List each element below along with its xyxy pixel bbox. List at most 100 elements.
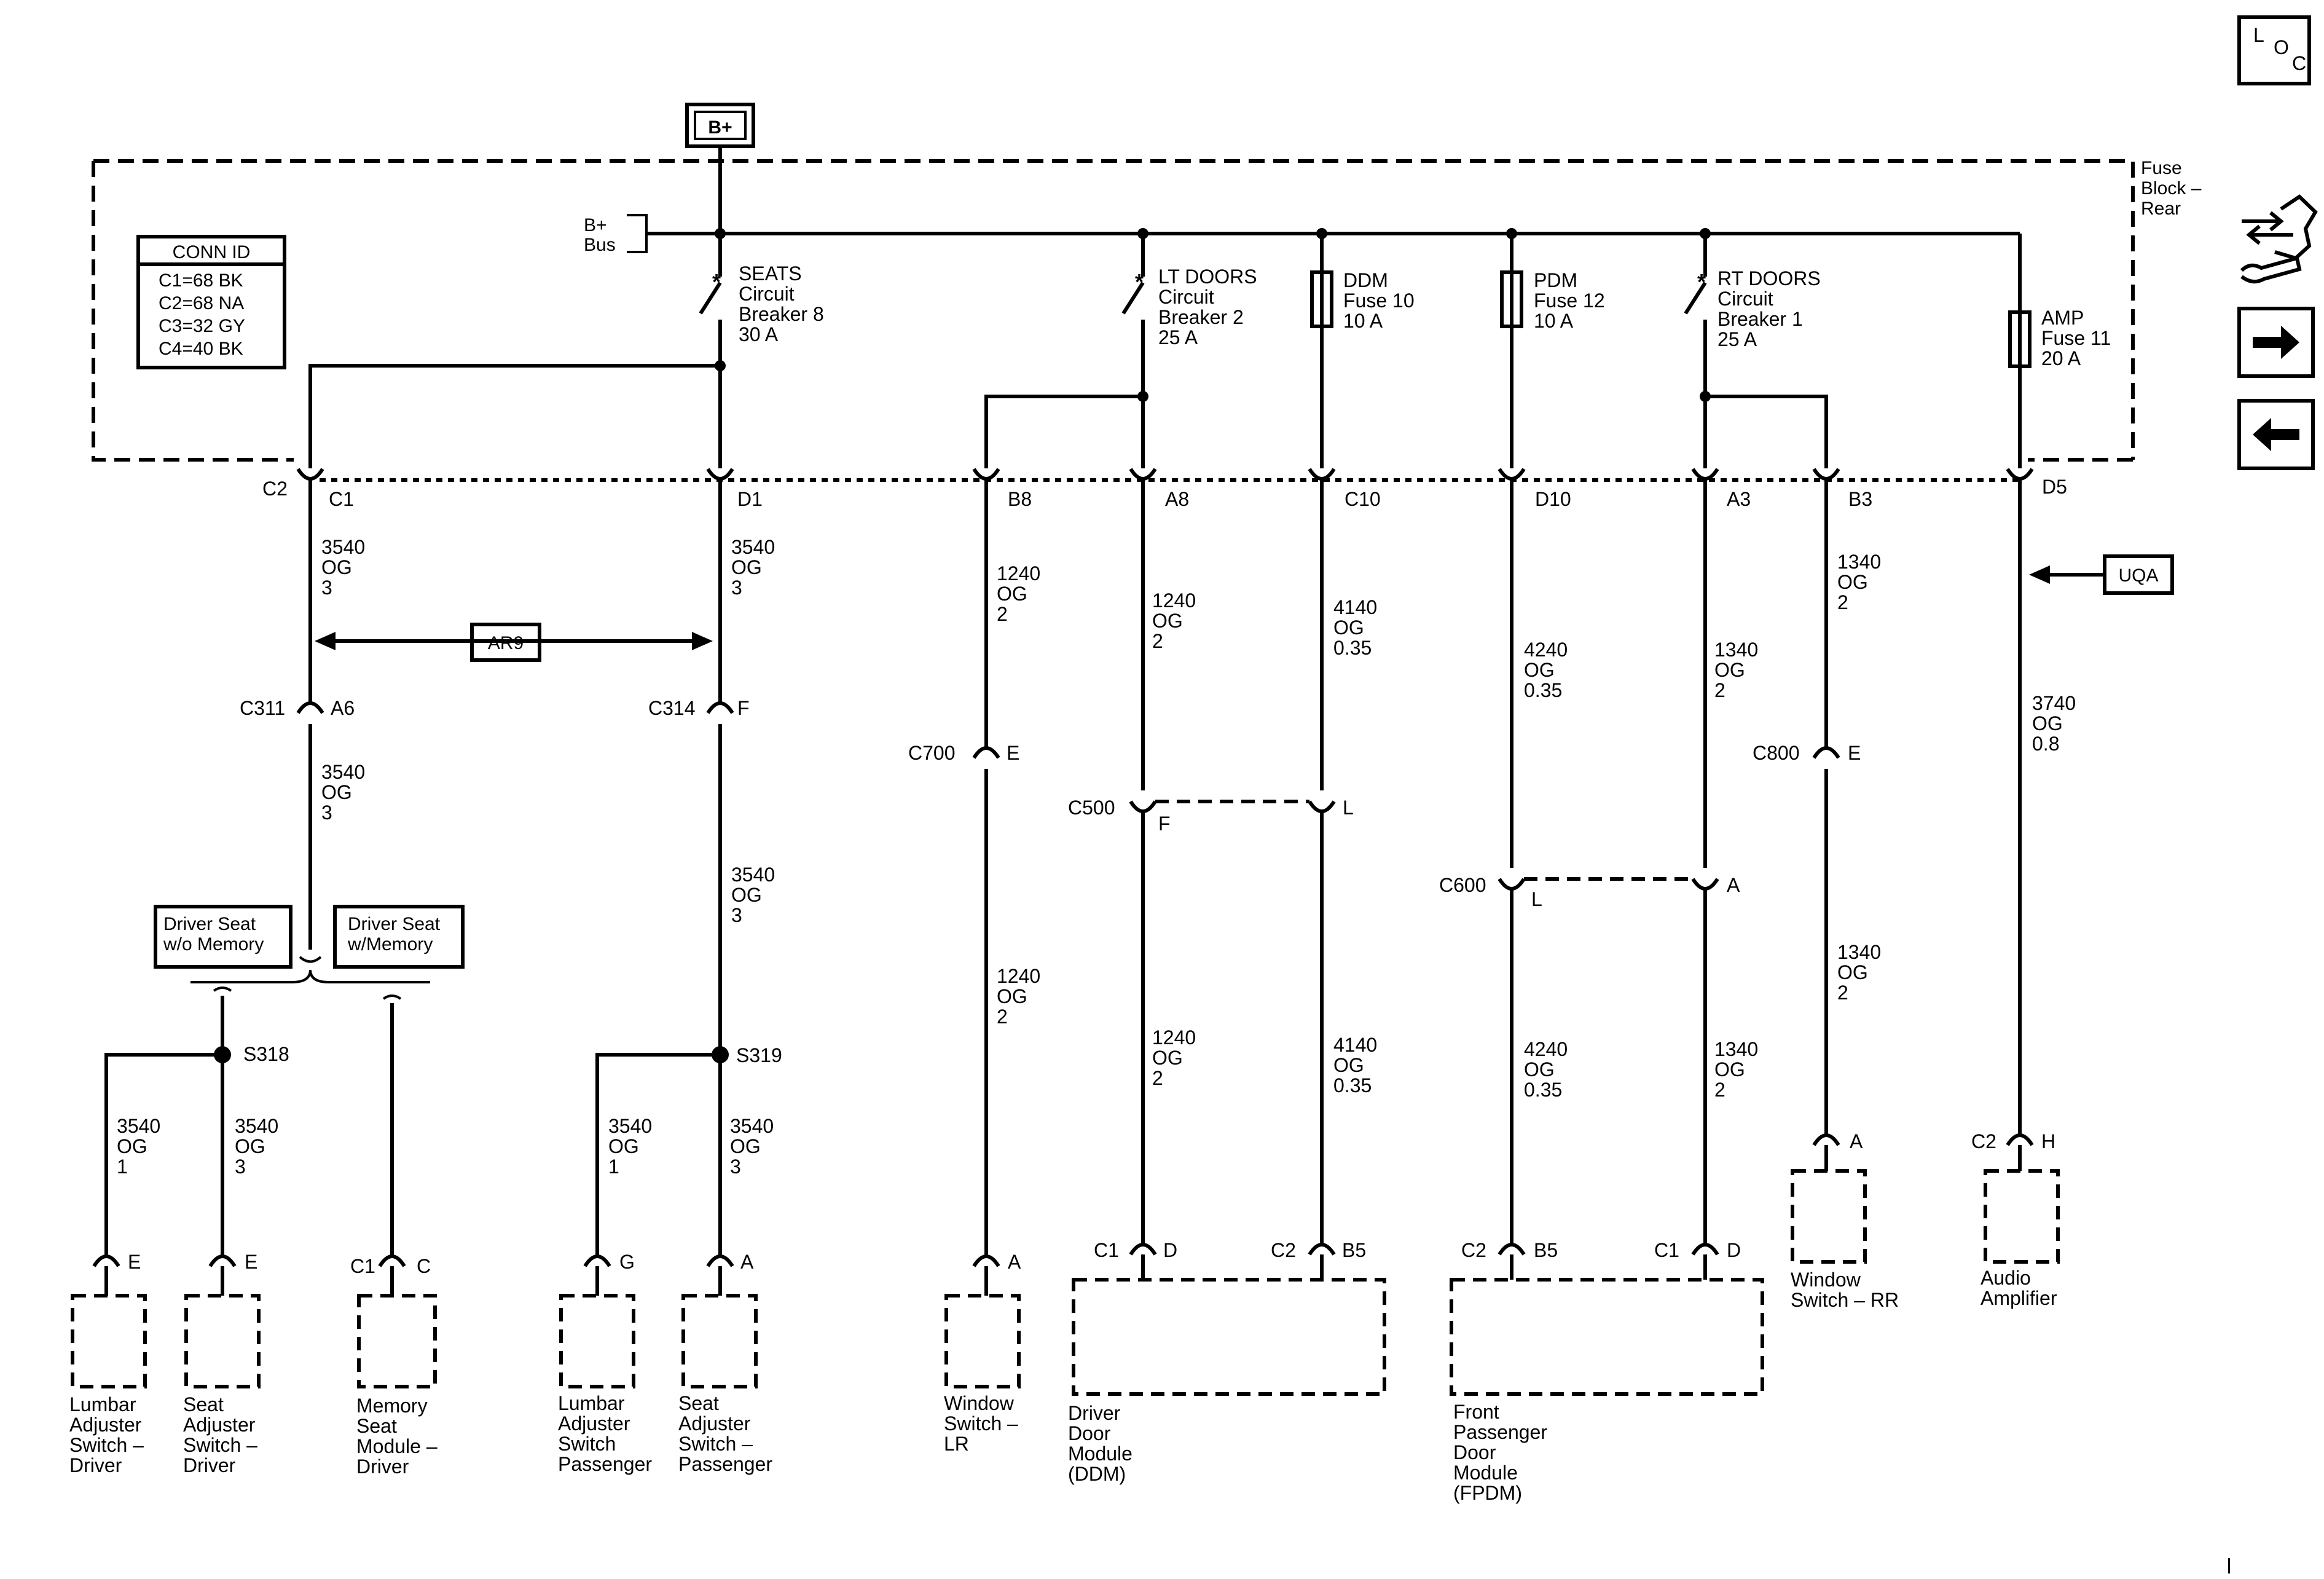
wire-s318-lumbar <box>104 1053 222 1255</box>
connector-label-c600: C600 <box>1439 874 1486 896</box>
connector-label-c700: C700 <box>908 742 956 764</box>
comp-pin-amp: H <box>2041 1130 2055 1152</box>
pdm-fuse-icon <box>1500 270 1523 328</box>
service-tool-icon[interactable] <box>2240 194 2318 284</box>
comp-pin-fpdm-b5: B5 <box>1534 1239 1558 1261</box>
pin-label-b8: B8 <box>1008 488 1032 510</box>
component-box-amp <box>1984 1169 2060 1264</box>
comp-pin-ddm-b5: B5 <box>1342 1239 1366 1261</box>
splice-label-s319: S319 <box>736 1044 782 1066</box>
rt-doors-breaker-switch <box>1684 282 1707 315</box>
connector-cup-d5 <box>2006 468 2034 481</box>
pin-label-b3: B3 <box>1848 488 1872 510</box>
loc-icon[interactable] <box>2237 15 2311 85</box>
term-cup-memory <box>378 1254 406 1267</box>
comp-pin-memory: C <box>417 1255 431 1277</box>
term-cup-seat-pass <box>706 1254 734 1267</box>
ar9-box <box>470 623 541 662</box>
term-cup-ddm-d <box>1129 1243 1157 1256</box>
connector-label-c314: C314 <box>648 697 696 719</box>
component-box-memory <box>357 1294 437 1388</box>
fuse-block-boundary-left <box>92 161 294 462</box>
connector-label-c311: C311 <box>240 697 285 719</box>
term-cup-fpdm-b5 <box>1498 1243 1526 1256</box>
connector-cup-c600-a <box>1691 878 1719 891</box>
page-edge-mark <box>2228 1558 2230 1573</box>
conn-id-box <box>136 235 286 369</box>
comp-pin-lumbar-pass: G <box>619 1251 635 1273</box>
comp-conn-amp: C2 <box>1971 1130 1996 1152</box>
option-brace <box>190 969 430 983</box>
connector-pin-c600-l: L <box>1531 888 1542 910</box>
connector-pin-c500-f: F <box>1158 813 1171 835</box>
lt-doors-branch-b8 <box>984 395 1143 468</box>
comp-conn-ddm-c2: C2 <box>1271 1239 1296 1261</box>
comp-pin-win-lr: A <box>1008 1251 1021 1273</box>
bplus-bus-label: B+Bus <box>584 215 616 255</box>
fuse-block-boundary <box>93 159 2135 460</box>
comp-conn-memory: C1 <box>350 1255 375 1277</box>
loc-icon-letter: L <box>2253 24 2264 46</box>
comp-pin-lumbar-drv: E <box>128 1251 141 1273</box>
comp-pin-seat-pass: A <box>740 1251 754 1273</box>
connector-label-c800: C800 <box>1753 742 1800 764</box>
bplus-source-box-inner <box>694 111 747 140</box>
seats-branch-c2 <box>308 364 720 468</box>
connector-cup-d1 <box>706 468 734 481</box>
connector-cup-c311 <box>296 701 324 714</box>
next-page-button[interactable] <box>2237 307 2315 378</box>
term-cup-win-rr <box>1812 1133 1840 1146</box>
previous-page-button[interactable] <box>2237 399 2315 470</box>
component-box-lumbar-drv <box>71 1294 147 1388</box>
connector-cup-d10 <box>1498 468 1526 481</box>
component-box-seat-pass <box>681 1294 758 1388</box>
lt-doors-breaker-switch <box>1121 282 1145 315</box>
option-left-tilde <box>213 986 232 992</box>
option-break-mark <box>299 956 322 963</box>
pin-label-d10: D10 <box>1535 488 1571 510</box>
uqa-box <box>2103 554 2174 595</box>
connector-label-c500: C500 <box>1068 797 1115 819</box>
amp-fuse-icon <box>2008 310 2032 368</box>
term-cup-fpdm-d <box>1691 1243 1719 1256</box>
option-right-tilde <box>382 994 402 1000</box>
connector-pin-c311-a6: A6 <box>331 697 355 719</box>
conn-id-title: CONN ID <box>173 242 251 262</box>
comp-pin-win-rr: A <box>1850 1130 1863 1152</box>
comp-pin-seat-drv: E <box>245 1251 257 1273</box>
comp-pin-ddm-d: D <box>1163 1239 1177 1261</box>
lt-doors-breaker-mark: * <box>1135 269 1144 294</box>
connector-pin-c800-e: E <box>1848 742 1861 764</box>
arrow-right-icon <box>2253 326 2299 359</box>
option-box-without-memory <box>154 905 292 969</box>
term-cup-amp <box>2006 1133 2034 1146</box>
wire-s319-lumbar <box>595 1053 720 1255</box>
seats-breaker-mark: * <box>712 269 721 294</box>
connector-pin-c500-l: L <box>1343 797 1354 819</box>
option-box-with-memory <box>333 905 465 969</box>
pin-label-a3: A3 <box>1727 488 1751 510</box>
component-box-ddm <box>1072 1278 1386 1396</box>
